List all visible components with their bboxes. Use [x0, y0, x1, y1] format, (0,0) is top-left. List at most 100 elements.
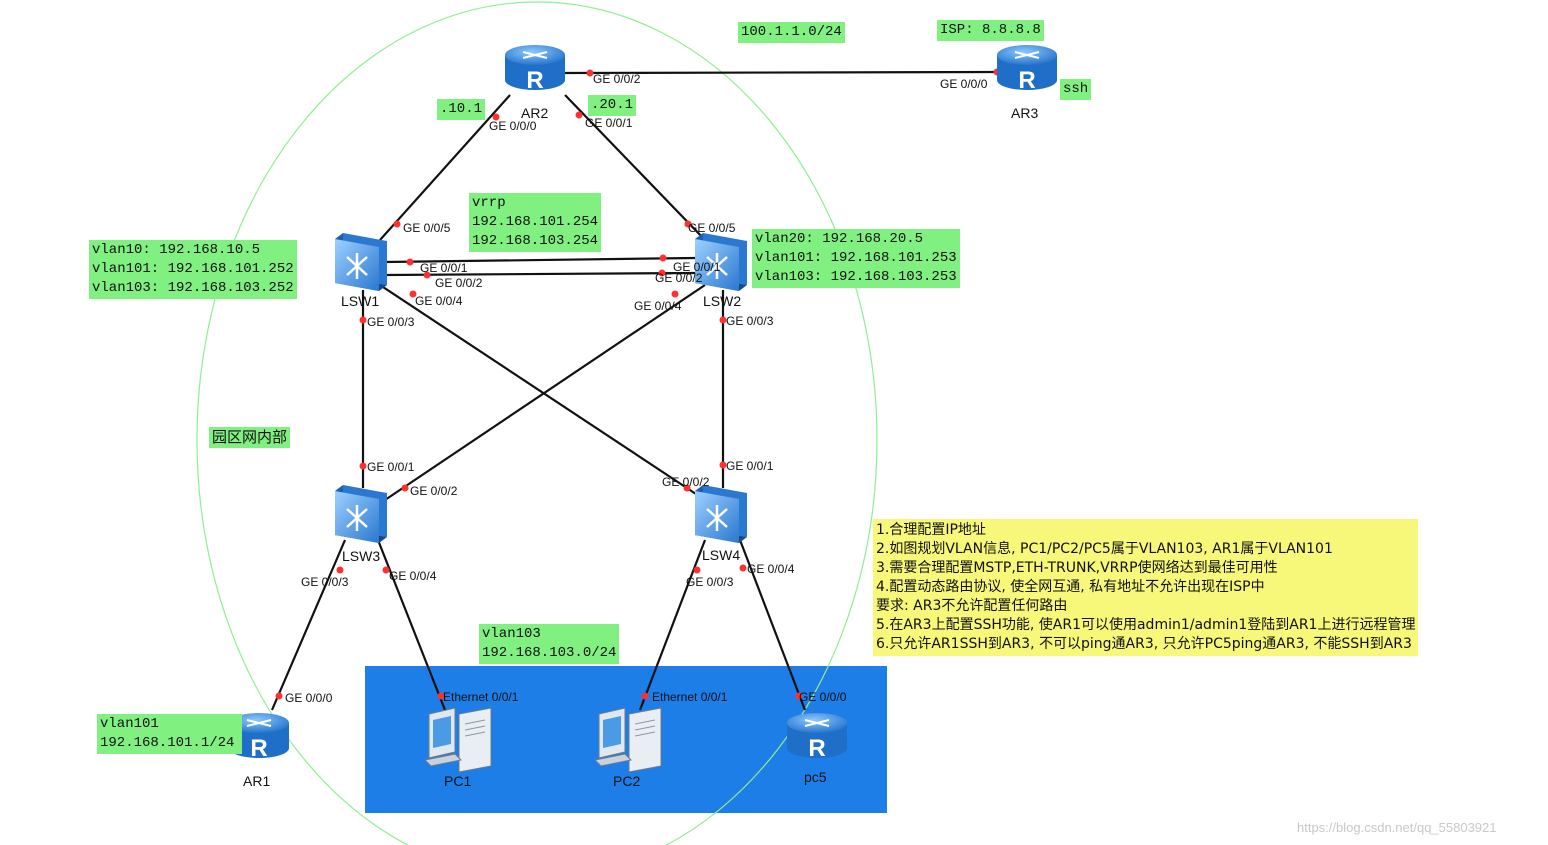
device-name-lsw4: LSW4 — [702, 547, 741, 563]
port-label: GE 0/0/0 — [799, 690, 847, 704]
port-dot — [406, 258, 414, 266]
requirement-6: 6.只允许AR1SSH到AR3, 不可以ping通AR3, 只允许PC5ping… — [876, 636, 1412, 652]
device-name-ar2: AR2 — [521, 105, 549, 121]
device-name-pc5: pc5 — [804, 769, 827, 785]
link-lsw4-pc5 — [738, 539, 807, 711]
port-dot — [671, 290, 679, 298]
port-dot — [739, 564, 747, 572]
port-dot — [382, 566, 390, 574]
device-name-ar1: AR1 — [243, 773, 271, 789]
switch-icon-lsw2[interactable] — [695, 233, 747, 291]
watermark: https://blog.csdn.net/qq_55803921 — [1297, 820, 1497, 835]
link-ar2-lsw1 — [379, 94, 511, 241]
device-name-lsw3: LSW3 — [342, 548, 381, 564]
campus-boundary — [196, 1, 878, 845]
ar1-vlan-text: vlan101 192.168.101.1/24 — [100, 716, 235, 751]
device-name-ar3: AR3 — [1011, 105, 1039, 121]
port-label: GE 0/0/4 — [747, 562, 795, 576]
port-label: GE 0/0/0 — [489, 119, 537, 133]
link-lsw1-lsw4 — [379, 284, 706, 501]
port-label: GE 0/0/1 — [367, 460, 415, 474]
port-label: GE 0/0/1 — [585, 116, 633, 130]
port-label: GE 0/0/2 — [593, 72, 641, 86]
port-dot — [492, 113, 500, 121]
port-label: GE 0/0/1 — [673, 260, 721, 274]
port-dot — [359, 316, 367, 324]
port-dot — [437, 692, 445, 700]
pc-icon-pc1[interactable] — [423, 707, 492, 773]
link-lsw2-lsw3 — [384, 284, 706, 501]
port-dot — [719, 316, 727, 324]
port-label: GE 0/0/2 — [655, 271, 703, 285]
port-label: Ethernet 0/0/1 — [652, 690, 728, 704]
port-dot — [359, 462, 367, 470]
port-label: GE 0/0/5 — [403, 221, 451, 235]
lsw1-vlan-label: vlan10: 192.168.10.5 vlan101: 192.168.10… — [89, 240, 297, 299]
ar1-vlan-label-line1: vlan101 192.168.101.1/24 — [97, 714, 243, 754]
switch-icon-lsw1[interactable] — [335, 233, 387, 291]
port-dot — [575, 111, 583, 119]
port-dot — [275, 692, 283, 700]
pc-icon-pc2[interactable] — [593, 707, 662, 773]
requirement-5: 5.在AR3上配置SSH功能, 使AR1可以使用admin1/admin1登陆到… — [876, 617, 1416, 633]
port-label: GE 0/0/1 — [726, 459, 774, 473]
switch-icon-lsw4[interactable] — [695, 485, 747, 543]
svg-text:R: R — [808, 735, 825, 762]
port-dot — [401, 484, 409, 492]
port-dot — [719, 461, 727, 469]
vrrp-label: vrrp 192.168.101.254 192.168.103.254 — [469, 193, 602, 252]
ssh-label: ssh — [1060, 79, 1092, 100]
port-label: GE 0/0/4 — [389, 569, 437, 583]
port-dot — [795, 692, 803, 700]
port-label: GE 0/0/0 — [940, 77, 988, 91]
link-lsw1-lsw2-b — [384, 271, 696, 277]
port-label: GE 0/0/4 — [415, 294, 463, 308]
requirement-3: 3.需要合理配置MSTP,ETH-TRUNK,VRRP使网络达到最佳可用性 — [876, 560, 1278, 576]
switch-icon-lsw3[interactable] — [335, 485, 387, 543]
port-dot — [409, 290, 417, 298]
port-label: GE 0/0/4 — [634, 299, 682, 313]
port-dot — [659, 254, 667, 262]
router-icon-ar1[interactable]: R — [229, 713, 289, 762]
port-label: GE 0/0/0 — [285, 691, 333, 705]
requirement-2: 2.如图规划VLAN信息, PC1/PC2/PC5属于VLAN103, AR1属… — [876, 541, 1333, 557]
port-label: GE 0/0/3 — [686, 575, 734, 589]
port-dot — [658, 269, 666, 277]
port-dot — [336, 566, 344, 574]
port-dot — [641, 692, 649, 700]
port-label: GE 0/0/2 — [435, 276, 483, 290]
port-dot — [586, 69, 594, 77]
port-label: GE 0/0/3 — [726, 314, 774, 328]
vlan103-network-label: vlan103 192.168.103.0/24 — [479, 624, 620, 664]
requirement-1: 1.合理配置IP地址 — [876, 522, 986, 538]
link-lsw3-ar1 — [270, 539, 347, 711]
router-icon-ar3[interactable]: R — [997, 45, 1057, 94]
port-dot — [693, 566, 701, 574]
requirement-4: 4.配置动态路由协议, 使全网互通, 私有地址不允许出现在ISP中 — [876, 579, 1265, 595]
device-name-lsw2: LSW2 — [703, 293, 742, 309]
device-name-lsw1: LSW1 — [341, 293, 380, 309]
router-icon-ar2[interactable]: R — [505, 45, 565, 94]
isp-label: ISP: 8.8.8.8 — [937, 20, 1044, 41]
port-dot — [683, 484, 691, 492]
port-dot — [423, 271, 431, 279]
port-dot — [393, 220, 401, 228]
campus-label: 园区网内部 — [209, 427, 291, 448]
link-lsw3-pc1 — [376, 539, 447, 711]
port-label: GE 0/0/1 — [420, 261, 468, 275]
port-label: GE 0/0/5 — [688, 221, 736, 235]
requirements-box: 1.合理配置IP地址 2.如图规划VLAN信息, PC1/PC2/PC5属于VLA… — [873, 519, 1419, 656]
port-label: GE 0/0/3 — [367, 315, 415, 329]
port-label: Ethernet 0/0/1 — [443, 690, 519, 704]
lsw2-vlan-label: vlan20: 192.168.20.5 vlan101: 192.168.10… — [752, 229, 960, 288]
port-label: GE 0/0/2 — [662, 475, 710, 489]
ar2-g001-ip-label: .20.1 — [588, 95, 637, 116]
svg-text:R: R — [1018, 67, 1035, 94]
svg-text:R: R — [526, 67, 543, 94]
port-label: GE 0/0/2 — [410, 484, 458, 498]
svg-text:R: R — [250, 735, 267, 762]
ar2-g000-ip-label: .10.1 — [437, 99, 486, 120]
router-icon-pc5[interactable]: R — [787, 713, 847, 762]
port-label: GE 0/0/3 — [301, 575, 349, 589]
